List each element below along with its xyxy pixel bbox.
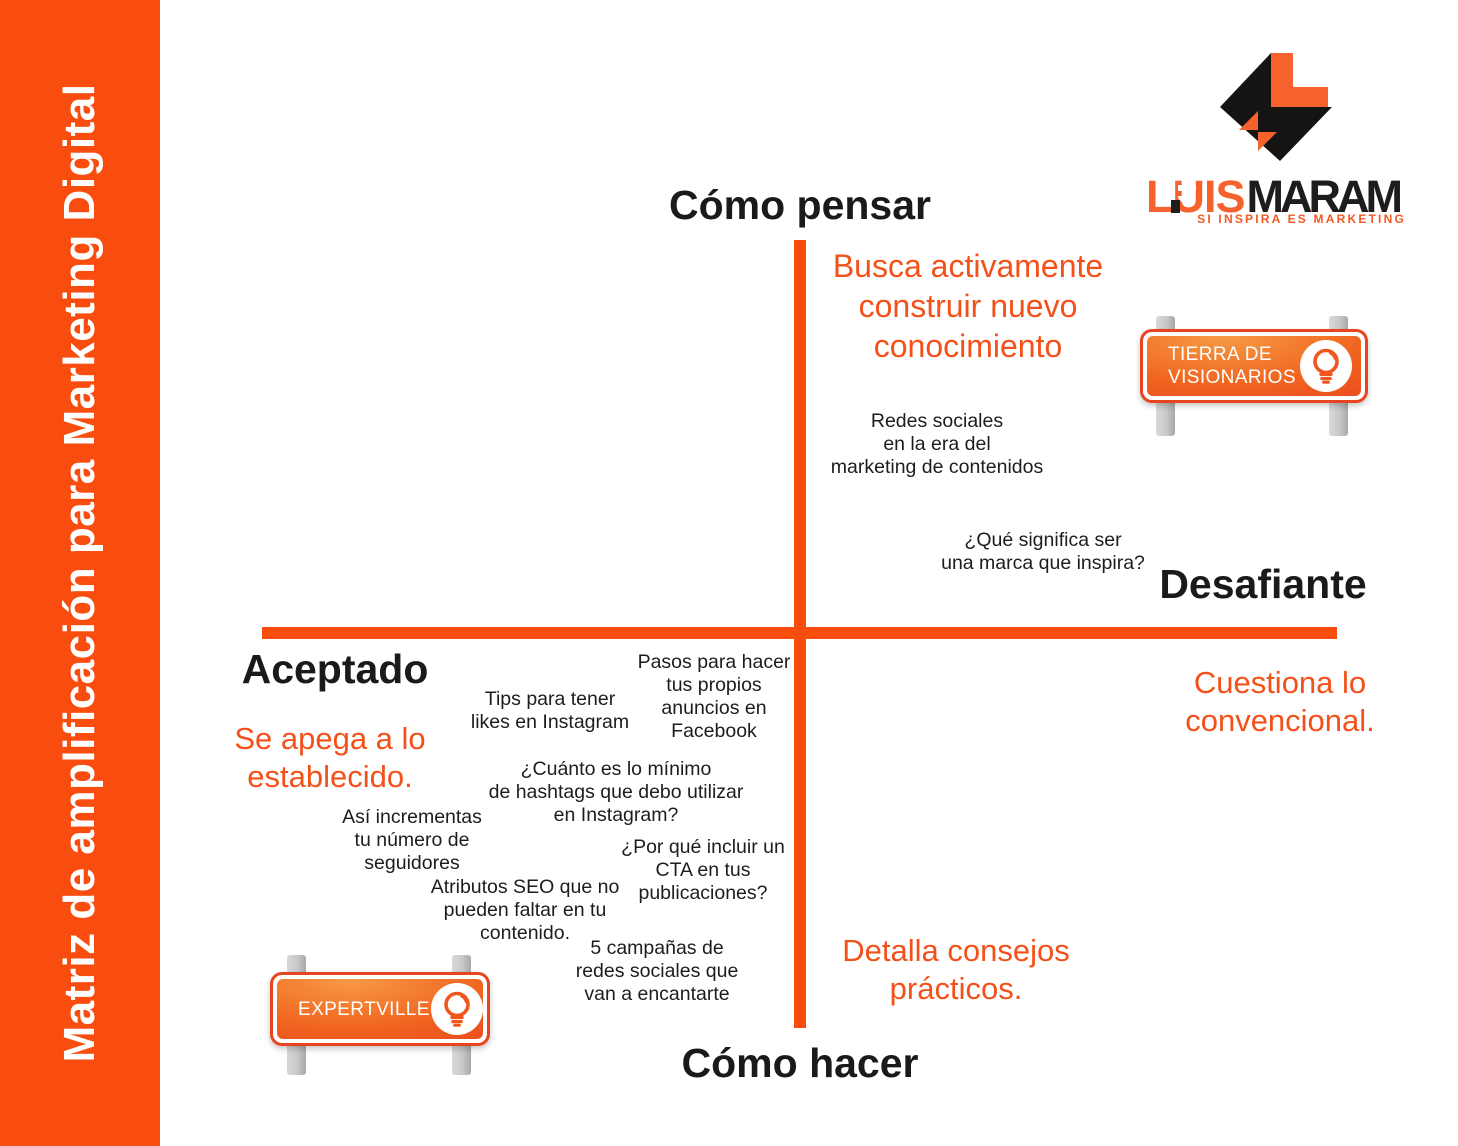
sign-label-expertville: EXPERTVILLE [298,998,430,1020]
luismaram-logo-mark [1220,53,1332,161]
sign-board: EXPERTVILLE [270,972,490,1046]
note-redes-sociales: Redes sociales en la era del marketing d… [830,410,1044,478]
sign-label-visionarios: TIERRA DE VISIONARIOS [1168,344,1296,388]
note-campanas: 5 campañas de redes sociales que van a e… [575,937,739,1005]
lightbulb-icon [430,983,483,1035]
axis-label-top: Cómo pensar [669,182,931,228]
quadrant-label-bottom-right: Detalla consejos prácticos. [842,933,1070,1006]
lightbulb-icon [1300,340,1352,392]
logo-tagline: SI INSPIRA ES MARKETING [1197,212,1406,226]
quadrant-label-right: Cuestiona lo convencional. [1185,665,1375,738]
sign-board-white-ring: TIERRA DE VISIONARIOS [1143,332,1365,400]
luismaram-wordmark: LUISMARAM [1146,171,1406,223]
sign-board-face: EXPERTVILLE [277,979,483,1039]
sign-board-face: TIERRA DE VISIONARIOS [1147,336,1361,396]
wordmark-luis: LUIS [1146,171,1246,222]
note-marca-que-inspira: ¿Qué significa ser una marca que inspira… [941,529,1145,574]
sign-board-white-ring: EXPERTVILLE [273,975,487,1043]
left-title-bar: Matriz de amplificación para Marketing D… [0,0,160,1146]
quadrant-label-top-right: Busca activamente construir nuevo conoci… [832,248,1104,364]
sign-tierra-de-visionarios: TIERRA DE VISIONARIOS [1140,316,1370,441]
axis-label-bottom: Cómo hacer [681,1040,919,1086]
note-seguidores: Así incrementas tu número de seguidores [342,806,482,874]
note-anuncios-facebook: Pasos para hacer tus propios anuncios en… [637,651,791,742]
logo-face-notch [1171,200,1180,213]
note-atributos-seo: Atributos SEO que no pueden faltar en tu… [430,876,620,944]
axis-label-left: Aceptado [241,646,429,692]
note-cta: ¿Por qué incluir un CTA en tus publicaci… [621,836,785,904]
sign-expertville: EXPERTVILLE [266,955,490,1077]
note-likes-instagram: Tips para tener likes en Instagram [470,688,630,733]
logo-face-mouth [1178,196,1195,202]
logo-face-eye [1178,185,1184,191]
horizontal-axis-line [262,627,1337,639]
quadrant-label-left: Se apega a lo establecido. [234,721,426,794]
matrix-title: Matriz de amplificación para Marketing D… [55,83,104,1063]
note-hashtags: ¿Cuánto es lo mínimo de hashtags que deb… [488,758,744,826]
sign-board: TIERRA DE VISIONARIOS [1140,329,1368,403]
axis-label-right: Desafiante [1159,561,1367,607]
logo-face-eye [1190,185,1196,191]
wordmark-maram: MARAM [1246,171,1403,222]
